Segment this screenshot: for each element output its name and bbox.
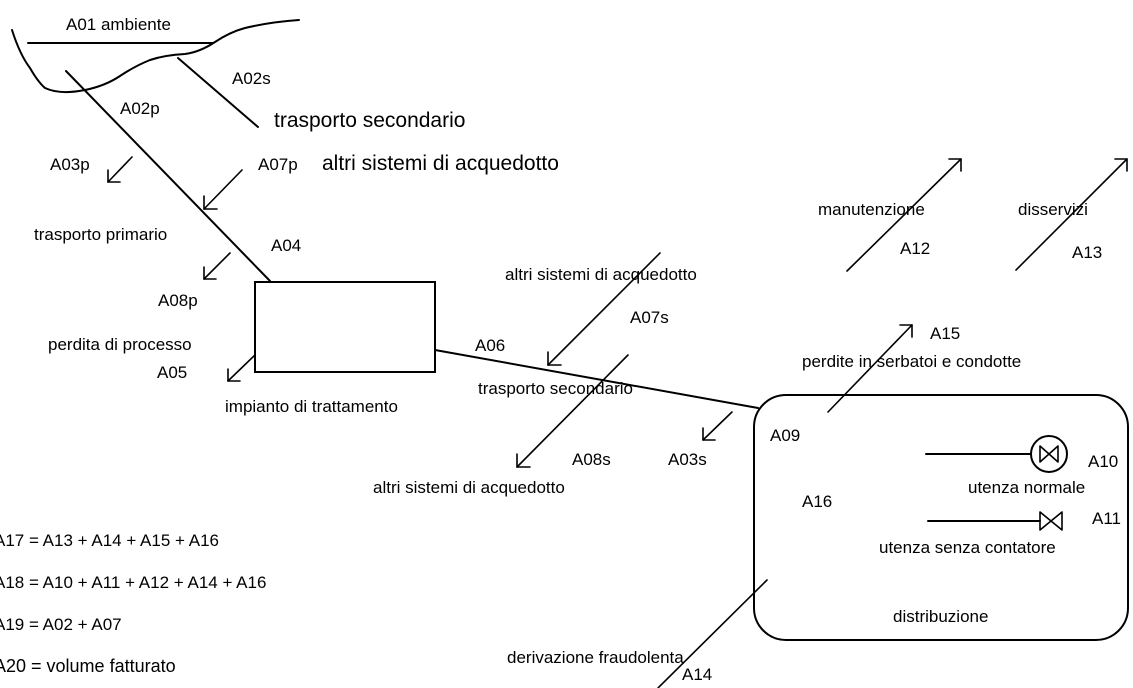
label-a02s: A02s — [232, 69, 271, 88]
a03p-arrow — [107, 156, 133, 183]
label-impianto: impianto di trattamento — [225, 397, 398, 416]
label-perdita-processo: perdita di processo — [48, 335, 192, 354]
ambiente-boundary — [11, 19, 300, 94]
formula-a18: A18 = A10 + A11 + A12 + A14 + A16 — [0, 573, 266, 592]
label-a05: A05 — [157, 363, 187, 382]
label-a08p: A08p — [158, 291, 198, 310]
meter-icon — [1030, 435, 1068, 473]
impianto-box — [254, 281, 436, 373]
label-distribuzione: distribuzione — [893, 607, 988, 626]
label-trasporto-primario: trasporto primario — [34, 225, 167, 244]
label-perdite-serbatoi: perdite in serbatoi e condotte — [802, 352, 1021, 371]
a13-arrow — [1015, 158, 1128, 271]
a06-line — [434, 349, 759, 409]
label-a08s: A08s — [572, 450, 611, 469]
label-a16: A16 — [802, 492, 832, 511]
a02s-line — [177, 57, 259, 128]
label-altri-sistemi-a07p: altri sistemi di acquedotto — [322, 152, 559, 175]
label-a14: A14 — [682, 665, 712, 684]
a05-arrowhead — [227, 368, 241, 382]
label-trasporto-secondario-mid: trasporto secondario — [478, 379, 633, 398]
label-derivazione: derivazione fraudolenta — [507, 648, 684, 667]
a08p-arrow — [203, 252, 231, 280]
label-a03p: A03p — [50, 155, 90, 174]
label-disservizi: disservizi — [1018, 200, 1088, 219]
a03s-arrow — [702, 411, 733, 441]
label-altri-sistemi-a08s: altri sistemi di acquedotto — [373, 478, 565, 497]
label-manutenzione: manutenzione — [818, 200, 925, 219]
label-a07p: A07p — [258, 155, 298, 174]
a07p-arrow — [203, 169, 243, 210]
a08s-arrow — [516, 354, 629, 468]
label-a12: A12 — [900, 239, 930, 258]
label-a01: A01 ambiente — [66, 15, 171, 34]
a12-arrow — [846, 158, 962, 272]
valve-icon — [1039, 511, 1063, 531]
label-utenza-senza: utenza senza contatore — [879, 538, 1056, 557]
label-a15: A15 — [930, 324, 960, 343]
label-a03s: A03s — [668, 450, 707, 469]
a03s-arrowhead — [702, 427, 716, 441]
a14-arrow — [657, 579, 768, 688]
formula-a20: A20 = volume fatturato — [0, 656, 176, 676]
label-a11: A11 — [1092, 509, 1121, 528]
label-altri-sistemi-a07s: altri sistemi di acquedotto — [505, 265, 697, 284]
a03p-arrowhead — [107, 169, 121, 183]
a07s-arrowhead — [547, 351, 562, 366]
a13-arrowhead — [1114, 158, 1128, 172]
a02p-line — [65, 70, 271, 282]
label-a06: A06 — [475, 336, 505, 355]
distribuzione-box — [753, 394, 1129, 641]
formula-a19: A19 = A02 + A07 — [0, 615, 122, 634]
a12-arrowhead — [948, 158, 962, 172]
label-a13: A13 — [1072, 243, 1102, 262]
label-a02p: A02p — [120, 99, 160, 118]
formula-a17: A17 = A13 + A14 + A15 + A16 — [0, 531, 219, 550]
label-trasporto-secondario-top: trasporto secondario — [274, 109, 465, 132]
label-a07s: A07s — [630, 308, 669, 327]
a15-arrow — [827, 324, 913, 413]
a07p-arrowhead — [203, 195, 218, 210]
a05-arrow — [227, 354, 256, 382]
a08s-arrowhead — [516, 453, 531, 468]
a15-arrowhead — [899, 324, 913, 338]
meter-valve-icon — [1039, 445, 1059, 463]
a07s-arrow — [547, 252, 661, 366]
a08p-arrowhead — [203, 266, 217, 280]
label-utenza-normale: utenza normale — [968, 478, 1085, 497]
label-a04: A04 — [271, 236, 301, 255]
label-a09: A09 — [770, 426, 800, 445]
label-a10: A10 — [1088, 452, 1118, 471]
